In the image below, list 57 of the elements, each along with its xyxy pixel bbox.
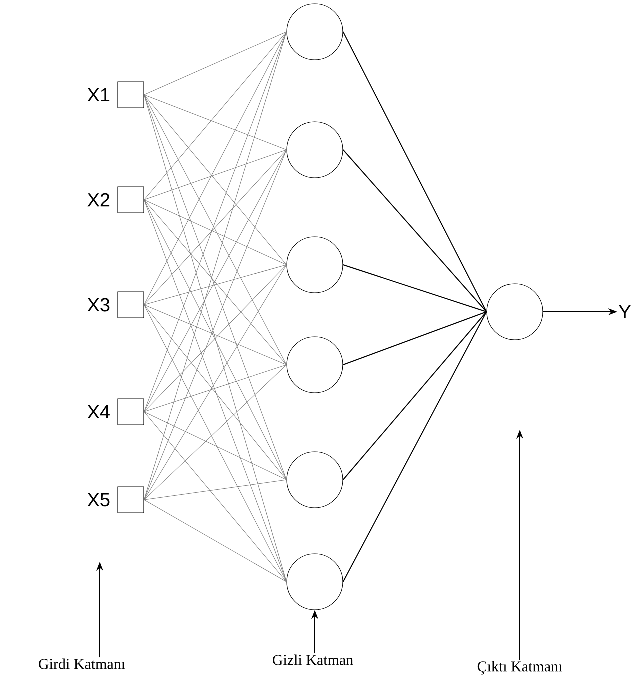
- connection-line: [144, 32, 287, 96]
- input-box: [118, 486, 144, 514]
- connection-line: [144, 94, 287, 150]
- connection-line: [144, 94, 287, 480]
- connection-line: [144, 150, 287, 412]
- connection-line: [144, 32, 287, 200]
- connection-line: [144, 32, 287, 306]
- connection-line: [342, 312, 488, 366]
- connection-line: [144, 264, 287, 500]
- connection-line: [144, 264, 287, 412]
- connection-line: [144, 304, 287, 366]
- connection-line: [144, 150, 287, 500]
- connection-line: [342, 150, 488, 312]
- connection-line: [144, 412, 287, 480]
- input-box: [118, 398, 144, 426]
- neuron-circle: [286, 236, 344, 294]
- connection-line: [144, 150, 287, 200]
- connection-line: [342, 312, 488, 582]
- connection-line: [144, 412, 287, 582]
- connection-line: [144, 150, 287, 306]
- connection-line: [342, 264, 488, 312]
- connection-line: [144, 304, 287, 582]
- input-label: X2: [88, 193, 110, 207]
- input-box: [118, 82, 144, 108]
- layer-label: Gizli Katman: [273, 654, 354, 666]
- neuron-circle: [286, 122, 344, 178]
- input-box: [118, 292, 144, 318]
- connection-line: [144, 304, 287, 480]
- connection-line: [144, 264, 287, 306]
- connection-line: [144, 32, 287, 412]
- connection-line: [144, 480, 287, 500]
- connection-line: [342, 312, 488, 480]
- input-box: [118, 186, 144, 214]
- connection-line: [342, 32, 488, 312]
- layer-label: Çıktı Katmanı: [478, 661, 562, 675]
- connection-line: [144, 200, 287, 266]
- input-label: X1: [88, 88, 110, 102]
- neuron-circle: [486, 284, 544, 340]
- output-label: Y: [619, 305, 631, 319]
- neuron-circle: [286, 554, 344, 610]
- connection-line: [144, 94, 287, 366]
- input-label: X4: [88, 405, 110, 419]
- neuron-circle: [286, 4, 344, 60]
- connection-line: [144, 94, 287, 582]
- connection-line: [144, 200, 287, 480]
- layer-label: Girdi Katmanı: [39, 658, 126, 670]
- neuron-circle: [286, 336, 344, 394]
- connection-line: [144, 200, 287, 366]
- connection-line: [144, 364, 287, 412]
- connection-line: [144, 364, 287, 500]
- input-label: X3: [88, 298, 110, 312]
- connection-line: [144, 94, 287, 266]
- connection-line: [144, 200, 287, 582]
- connection-line: [144, 500, 287, 582]
- input-label: X5: [88, 493, 110, 507]
- connection-line: [144, 32, 287, 500]
- neuron-circle: [286, 452, 344, 508]
